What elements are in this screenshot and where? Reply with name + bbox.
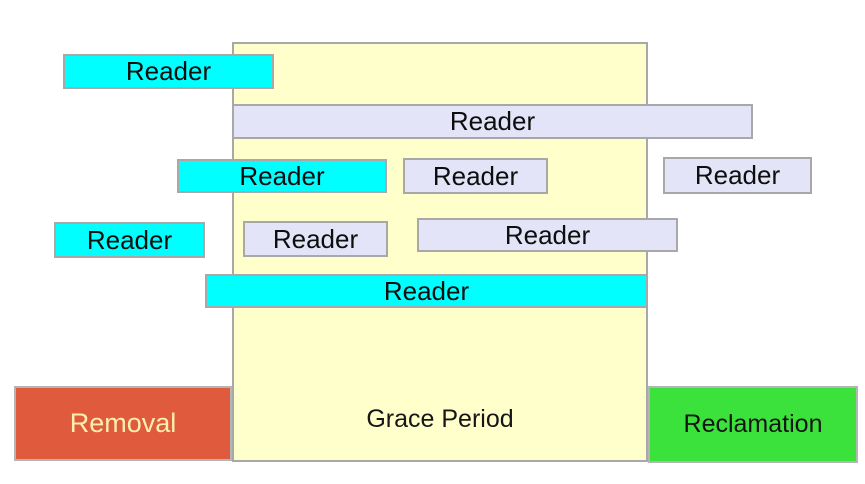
- reader-label: Reader: [432, 160, 519, 191]
- reader-label: Reader: [383, 275, 470, 306]
- reader-box: Reader: [232, 104, 753, 139]
- removal-label: Removal: [69, 408, 177, 438]
- removal-box: Removal: [14, 386, 232, 461]
- reader-box: Reader: [63, 54, 274, 89]
- reader-box: Reader: [663, 157, 812, 194]
- reader-label: Reader: [125, 56, 212, 86]
- reclamation-label: Reclamation: [683, 410, 823, 438]
- grace-period-label: Grace Period: [366, 405, 514, 433]
- reclamation-box: Reclamation: [648, 386, 858, 463]
- reader-box: Reader: [243, 221, 388, 257]
- reader-box: Reader: [177, 159, 387, 193]
- reader-box: Reader: [403, 158, 548, 194]
- reader-label: Reader: [449, 106, 536, 136]
- reader-box: Reader: [205, 274, 648, 308]
- reader-label: Reader: [239, 160, 325, 191]
- reader-box: Reader: [417, 218, 678, 252]
- reader-label: Reader: [694, 160, 781, 190]
- reader-label: Reader: [504, 219, 591, 250]
- reader-box: Reader: [54, 222, 205, 258]
- reader-label: Reader: [86, 224, 173, 255]
- reader-label: Reader: [272, 223, 359, 254]
